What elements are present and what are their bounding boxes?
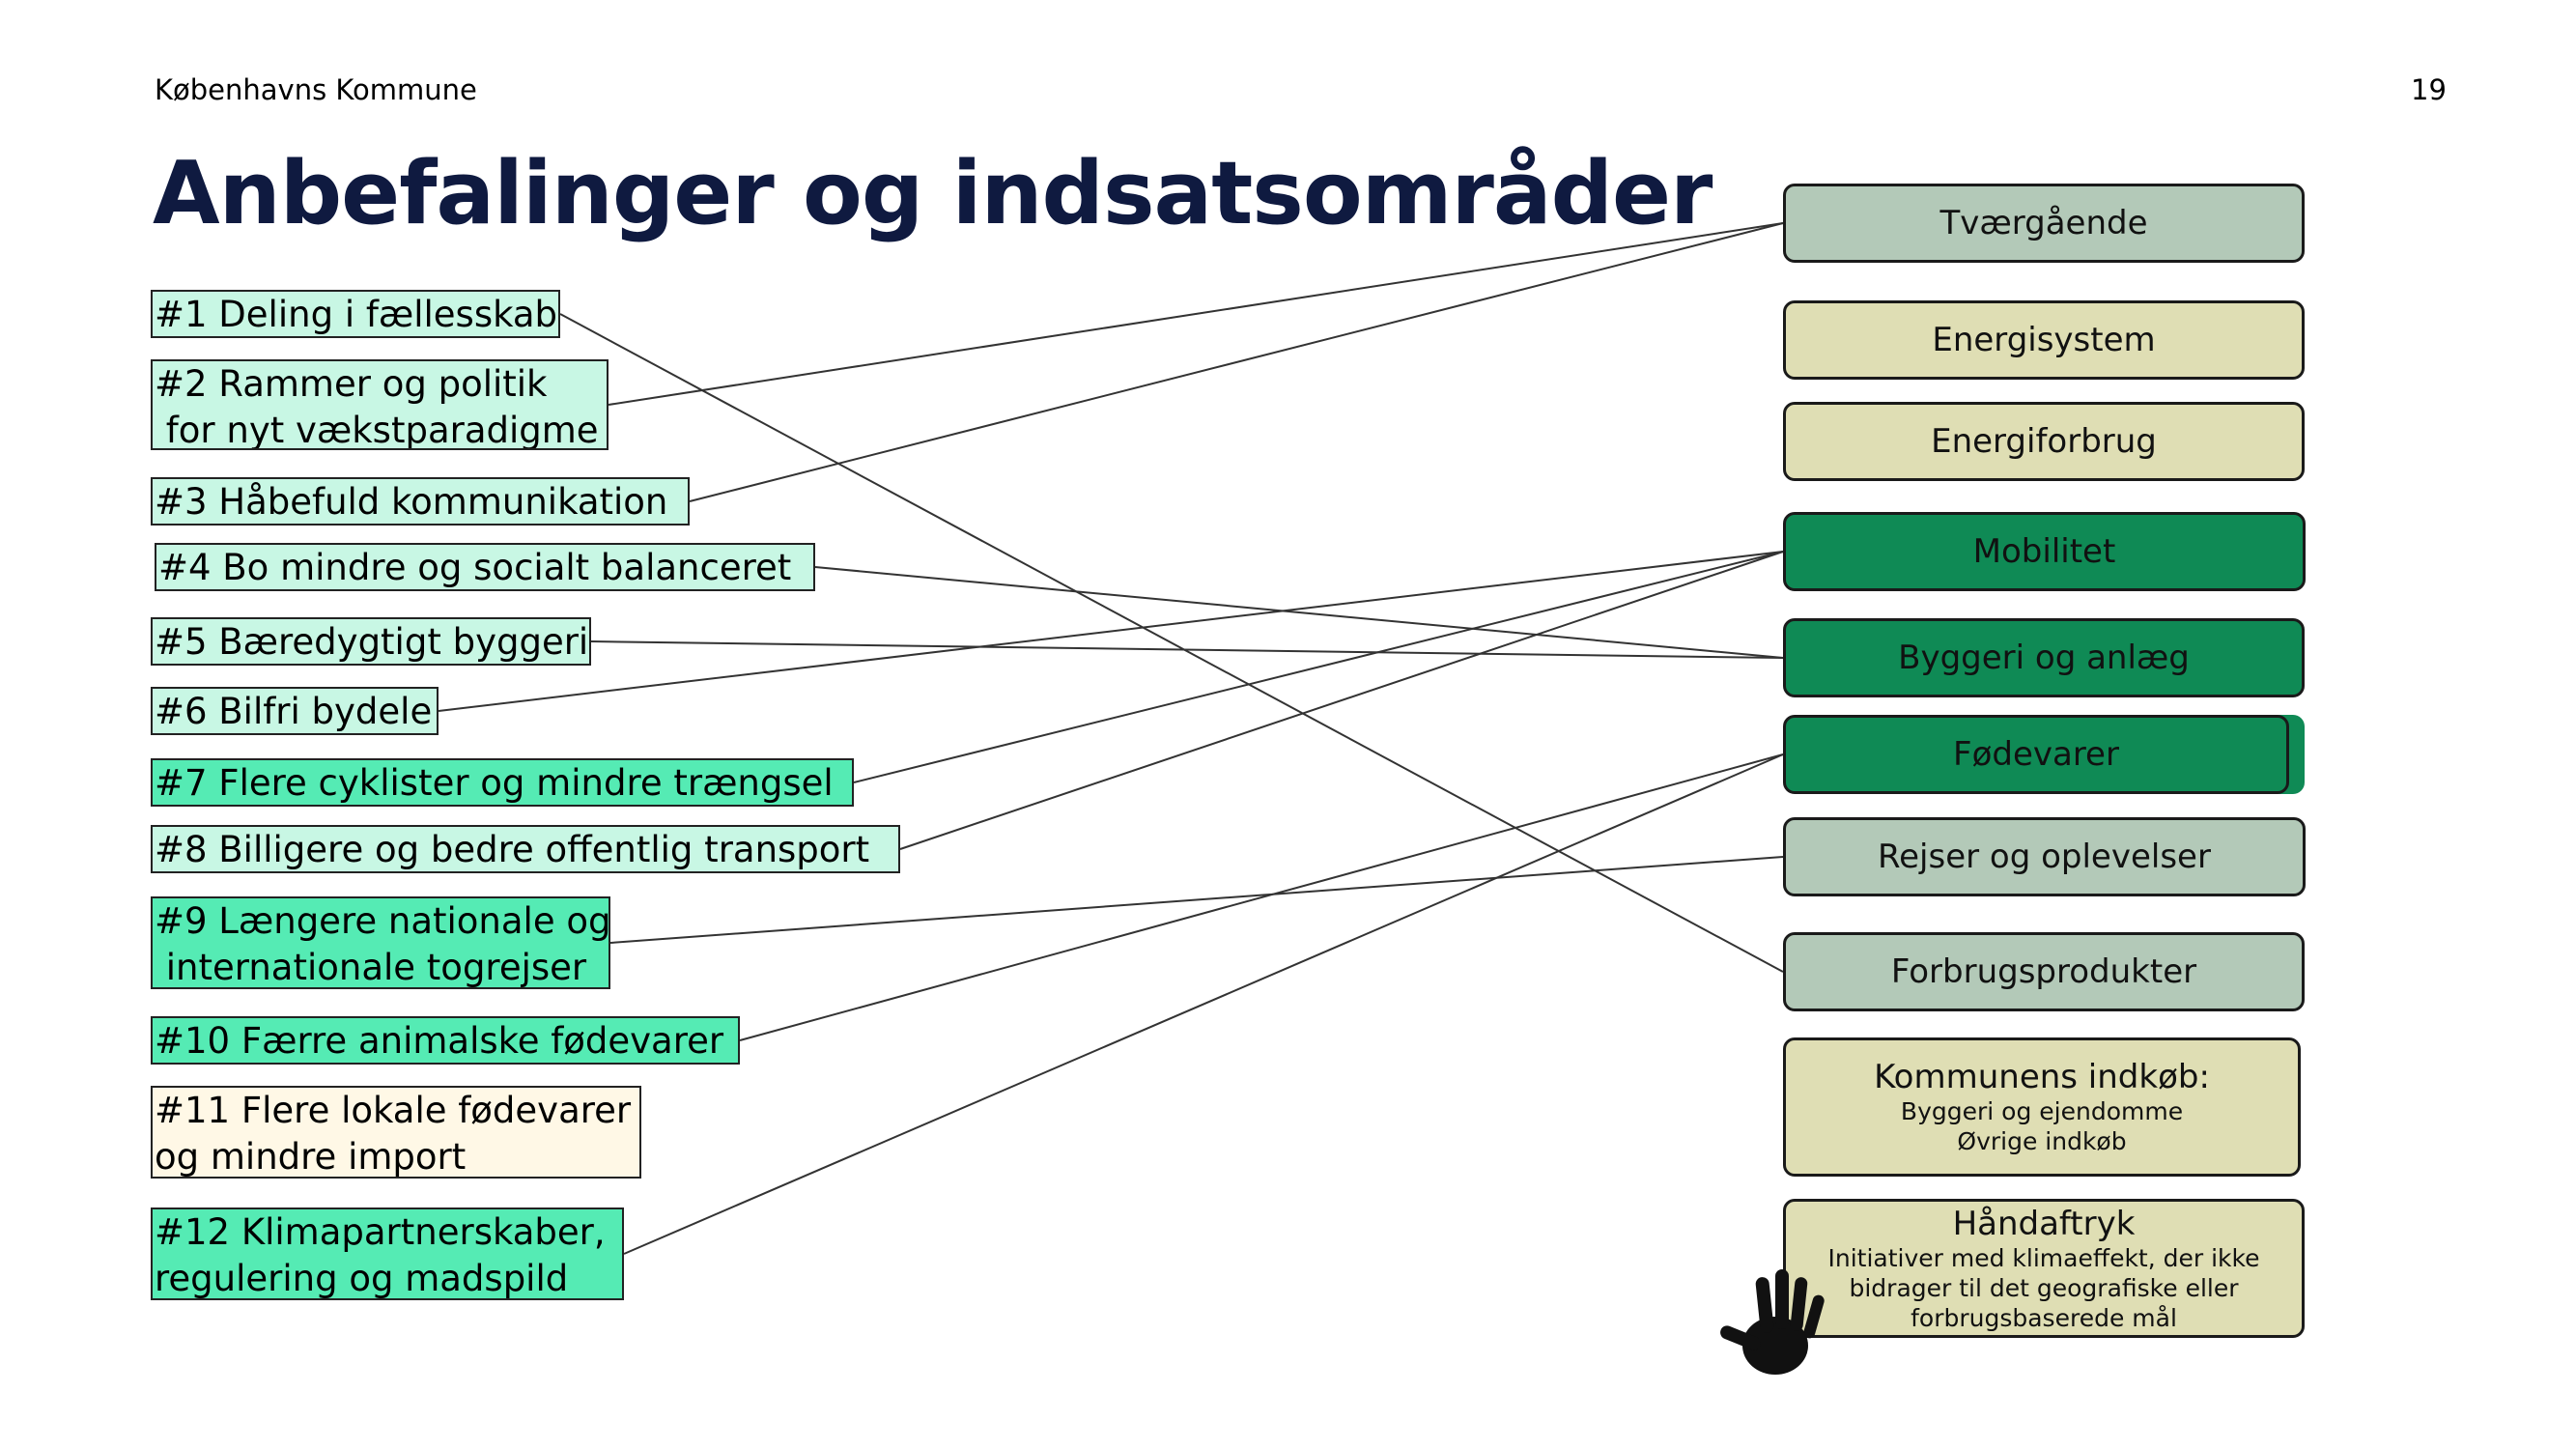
category-subline: bidrager til det geografiske eller xyxy=(1849,1273,2239,1302)
recommendation-3-line-1: #3 Håbefuld kommunikation xyxy=(155,481,668,523)
category-label: Fødevarer xyxy=(1953,735,2119,774)
page-title: Anbefalinger og indsatsområder xyxy=(153,143,1713,244)
category-rejser-og-oplevelser: Rejser og oplevelser xyxy=(1783,817,2306,896)
recommendation-3: #3 Håbefuld kommunikation xyxy=(151,477,690,526)
category-haandaftryk: Håndaftryk Initiativer med klimaeffekt, … xyxy=(1783,1199,2305,1338)
organization-name: Københavns Kommune xyxy=(155,73,477,106)
category-label: Tværgående xyxy=(1939,204,2148,242)
recommendation-5-line-1: #5 Bæredygtigt byggeri xyxy=(155,621,589,663)
recommendation-9: #9 Længere nationale og internationale t… xyxy=(151,896,610,989)
connector-rec-4-byggeri xyxy=(814,566,1784,659)
category-label: Kommunens indkøb: xyxy=(1874,1058,2210,1096)
recommendation-1: #1 Deling i fællesskab xyxy=(151,290,560,338)
category-tvaergaaende: Tværgående xyxy=(1783,184,2305,263)
recommendation-6: #6 Bilfri bydele xyxy=(151,687,439,735)
category-foedevarer: Fødevarer xyxy=(1783,715,2289,794)
page-number: 19 xyxy=(2411,73,2447,106)
recommendation-12: #12 Klimapartnerskaber, regulering og ma… xyxy=(151,1208,624,1300)
recommendation-6-line-1: #6 Bilfri bydele xyxy=(155,691,433,732)
recommendation-2-line-1: #2 Rammer og politik xyxy=(155,363,548,405)
category-energisystem: Energisystem xyxy=(1783,300,2305,380)
category-label: Mobilitet xyxy=(1972,532,2116,571)
category-label: Energisystem xyxy=(1932,321,2156,359)
category-kommunens-indkoeb: Kommunens indkøb: Byggeri og ejendomme Ø… xyxy=(1783,1037,2301,1177)
recommendation-9-line-2: internationale togrejser xyxy=(155,947,587,988)
category-subline: Initiativer med klimaeffekt, der ikke xyxy=(1827,1243,2260,1272)
connector-rec-7-mobilitet xyxy=(853,551,1784,783)
connector-rec-1-forbrugsprodukter xyxy=(559,313,1784,973)
connector-rec-10-foedevarer xyxy=(739,753,1784,1041)
recommendation-12-line-2: regulering og madspild xyxy=(155,1258,569,1299)
connector-rec-8-mobilitet xyxy=(899,551,1784,850)
connector-rec-9-rejser xyxy=(609,856,1784,944)
category-label: Energiforbrug xyxy=(1931,422,2157,461)
recommendation-10-line-1: #10 Færre animalske fødevarer xyxy=(155,1020,724,1062)
recommendation-12-line-1: #12 Klimapartnerskaber, xyxy=(155,1211,606,1253)
category-subline: forbrugsbaserede mål xyxy=(1911,1303,2177,1332)
recommendation-5: #5 Bæredygtigt byggeri xyxy=(151,617,591,666)
recommendation-11-line-2: og mindre import xyxy=(155,1136,467,1178)
category-energiforbrug: Energiforbrug xyxy=(1783,402,2305,481)
category-subline: Byggeri og ejendomme xyxy=(1900,1097,2184,1125)
recommendation-7: #7 Flere cyklister og mindre trængsel xyxy=(151,758,854,807)
connector-rec-6-mobilitet xyxy=(438,551,1784,712)
category-label: Forbrugsprodukter xyxy=(1890,952,2197,991)
category-label: Rejser og oplevelser xyxy=(1878,838,2211,876)
recommendation-2-line-2: for nyt vækstparadigme xyxy=(155,410,599,450)
recommendation-4: #4 Bo mindre og socialt balanceret xyxy=(155,543,815,591)
hand-print-icon xyxy=(1720,1269,1825,1375)
category-subline: Øvrige indkøb xyxy=(1957,1127,2127,1155)
category-byggeri-og-anlaeg: Byggeri og anlæg xyxy=(1783,618,2305,697)
recommendation-11-line-1: #11 Flere lokale fødevarer xyxy=(155,1090,632,1131)
connector-rec-2-tvaergaaende xyxy=(608,222,1784,406)
recommendation-9-line-1: #9 Længere nationale og xyxy=(155,900,610,942)
recommendation-10: #10 Færre animalske fødevarer xyxy=(151,1016,740,1065)
category-label: Håndaftryk xyxy=(1952,1204,2136,1243)
category-mobilitet: Mobilitet xyxy=(1783,512,2306,591)
recommendation-8-line-1: #8 Billigere og bedre offentlig transpor… xyxy=(155,829,870,870)
category-forbrugsprodukter: Forbrugsprodukter xyxy=(1783,932,2305,1011)
recommendation-1-line-1: #1 Deling i fællesskab xyxy=(155,294,558,335)
connector-rec-3-tvaergaaende xyxy=(689,222,1784,502)
recommendation-11: #11 Flere lokale fødevarer og mindre imp… xyxy=(151,1086,641,1179)
category-label: Byggeri og anlæg xyxy=(1898,639,2190,677)
recommendation-7-line-1: #7 Flere cyklister og mindre trængsel xyxy=(155,762,834,804)
connector-rec-5-byggeri xyxy=(590,640,1784,659)
connector-rec-12-foedevarer xyxy=(623,753,1784,1255)
recommendation-2: #2 Rammer og politik for nyt vækstparadi… xyxy=(151,359,609,450)
recommendation-4-line-1: #4 Bo mindre og socialt balanceret xyxy=(158,547,792,588)
recommendation-8: #8 Billigere og bedre offentlig transpor… xyxy=(151,825,900,873)
